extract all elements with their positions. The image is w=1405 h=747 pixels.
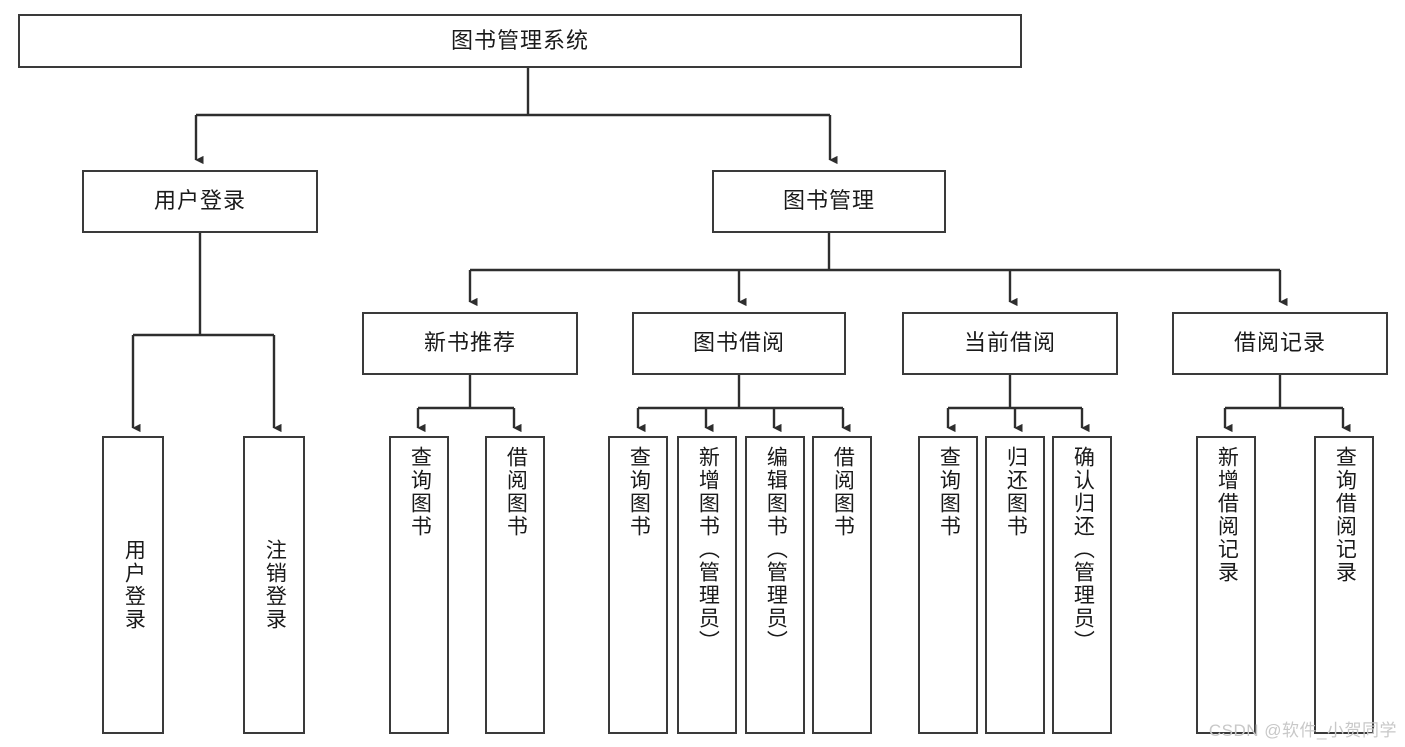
- node-label: 用户登录: [122, 539, 146, 631]
- node-leaf-add-book-admin[interactable]: 新增图书（管理员）: [677, 436, 737, 734]
- node-label: 确认归还（管理员）: [1071, 446, 1095, 653]
- node-root-library-system[interactable]: 图书管理系统: [18, 14, 1022, 68]
- node-leaf-borrow-book[interactable]: 借阅图书: [812, 436, 872, 734]
- node-leaf-user-login[interactable]: 用户登录: [102, 436, 164, 734]
- node-label: 用户登录: [153, 188, 246, 214]
- node-leaf-return-book[interactable]: 归还图书: [985, 436, 1045, 734]
- node-label: 查询图书: [627, 446, 651, 538]
- node-book-management[interactable]: 图书管理: [712, 170, 946, 233]
- node-label: 查询图书: [937, 446, 961, 538]
- node-leaf-confirm-return-admin[interactable]: 确认归还（管理员）: [1052, 436, 1112, 734]
- watermark-csdn: CSDN @软件_小贺同学: [1208, 721, 1397, 740]
- node-label: 图书管理系统: [450, 27, 589, 53]
- node-leaf-edit-book-admin[interactable]: 编辑图书（管理员）: [745, 436, 805, 734]
- node-label: 新书推荐: [423, 330, 516, 356]
- node-leaf-add-borrow-record[interactable]: 新增借阅记录: [1196, 436, 1256, 734]
- node-label: 当前借阅: [963, 330, 1056, 356]
- node-label: 借阅记录: [1233, 330, 1326, 356]
- node-label: 注销登录: [263, 539, 287, 631]
- node-label: 借阅图书: [504, 446, 528, 538]
- node-leaf-query-book-current[interactable]: 查询图书: [918, 436, 978, 734]
- node-leaf-query-book-borrow[interactable]: 查询图书: [608, 436, 668, 734]
- node-label: 新增图书（管理员）: [696, 446, 720, 653]
- node-label: 归还图书: [1004, 446, 1028, 538]
- node-label: 新增借阅记录: [1215, 446, 1239, 584]
- node-user-login[interactable]: 用户登录: [82, 170, 318, 233]
- node-label: 查询图书: [408, 446, 432, 538]
- node-leaf-borrow-book-recommend[interactable]: 借阅图书: [485, 436, 545, 734]
- node-leaf-logout[interactable]: 注销登录: [243, 436, 305, 734]
- node-leaf-query-borrow-record[interactable]: 查询借阅记录: [1314, 436, 1374, 734]
- node-label: 图书借阅: [692, 330, 785, 356]
- node-book-borrow[interactable]: 图书借阅: [632, 312, 846, 375]
- node-borrow-record[interactable]: 借阅记录: [1172, 312, 1388, 375]
- node-current-borrow[interactable]: 当前借阅: [902, 312, 1118, 375]
- node-label: 借阅图书: [831, 446, 855, 538]
- node-label: 图书管理: [782, 188, 875, 214]
- node-new-book-recommend[interactable]: 新书推荐: [362, 312, 578, 375]
- node-leaf-query-book-recommend[interactable]: 查询图书: [389, 436, 449, 734]
- node-label: 编辑图书（管理员）: [764, 446, 788, 653]
- node-label: 查询借阅记录: [1333, 446, 1357, 584]
